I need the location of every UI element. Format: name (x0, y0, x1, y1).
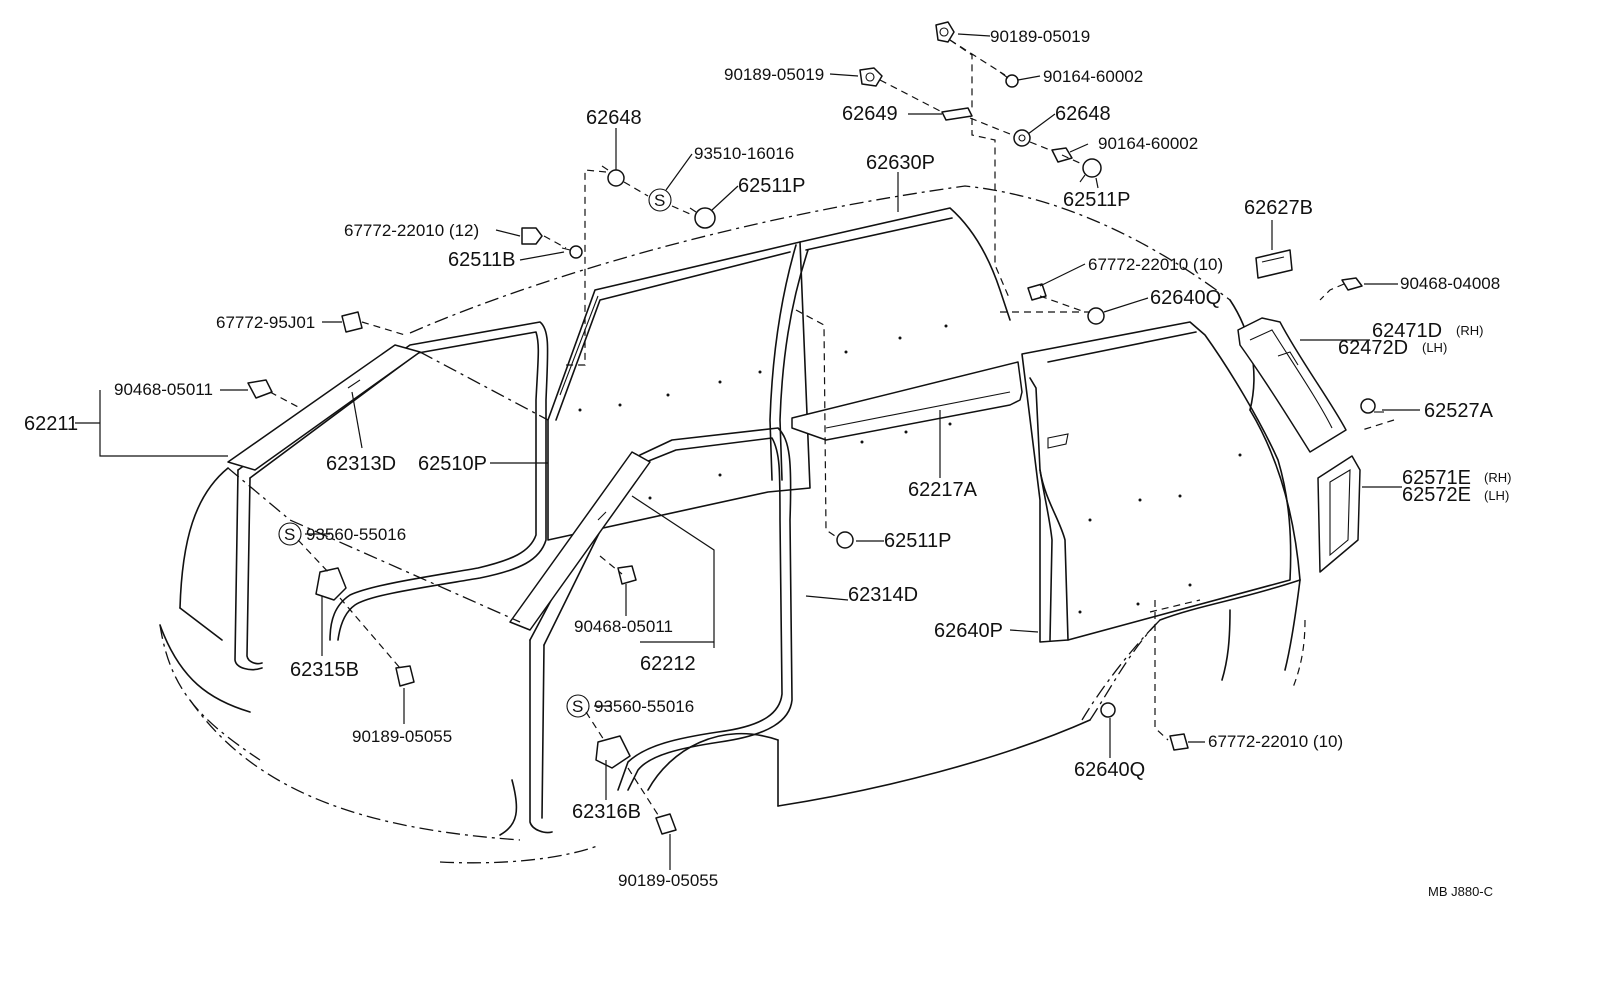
label-62527A: 62527A (1424, 400, 1494, 422)
pin-67772-95J01-icon (341, 311, 363, 333)
front-door-weatherstrip-62313D (234, 321, 549, 671)
label-62316B: 62316B (572, 801, 641, 823)
label-90164-60002-top: 90164-60002 (1043, 67, 1143, 86)
label-90189-05055-left: 90189-05055 (352, 727, 452, 746)
clip-62648-right-icon (1013, 129, 1031, 147)
roof-side-inner-garnish-62510P (547, 241, 811, 541)
label-90189-05019-top: 90189-05019 (990, 27, 1090, 46)
label-67772-22010-10-lower: 67772-22010 (10) (1208, 732, 1343, 751)
s-mark-text: S (654, 191, 665, 210)
label-93510-16016: 93510-16016 (694, 144, 794, 163)
label-62217A: 62217A (908, 479, 978, 501)
screw-90164-60002-top-icon (999, 71, 1019, 88)
s-mark-text: S (284, 525, 295, 544)
label-62640Q-top: 62640Q (1150, 287, 1221, 309)
label-67772-22010-10-top: 67772-22010 (10) (1088, 255, 1223, 274)
front-pillar-garnish-62211 (227, 344, 421, 471)
label-90189-05055-lower: 90189-05055 (618, 871, 718, 890)
label-62572E-side: (LH) (1484, 488, 1509, 503)
label-62648-left: 62648 (586, 107, 642, 129)
clip-62511P-right-icon (1079, 158, 1102, 183)
clip-90468-05011-mid-icon (617, 565, 637, 585)
label-62211: 62211 (24, 413, 78, 435)
label-90164-60002-lower: 90164-60002 (1098, 134, 1198, 153)
label-62511P-mid: 62511P (884, 530, 951, 552)
bracket-62316B-icon (595, 735, 631, 769)
mounting-holes (578, 324, 1242, 614)
rear-lamp-cover-62571E (1317, 455, 1361, 573)
clip-90189-05019-top-icon (935, 21, 955, 43)
s-mark-icon-3: S (566, 694, 590, 718)
label-62472D: 62472D (1338, 337, 1408, 359)
label-62313D: 62313D (326, 453, 396, 475)
s-marks: S S S (278, 188, 672, 718)
clip-62648-left-icon (601, 165, 625, 187)
leader-lines (75, 33, 1420, 870)
clip-62640Q-lower-icon (1100, 702, 1116, 718)
label-90468-05011-mid: 90468-05011 (574, 617, 673, 636)
label-62314D: 62314D (848, 584, 918, 606)
label-62511P-right: 62511P (1063, 189, 1130, 211)
roof-headlining-62630P (769, 207, 1011, 481)
label-90189-05019: 90189-05019 (724, 65, 824, 84)
clip-90189-05055-lower-icon (655, 813, 677, 835)
pin-67772-22010-10-lower-icon (1169, 733, 1189, 751)
back-door-garnish-62471D (1237, 317, 1347, 453)
label-93560-55016-upper: 93560-55016 (306, 525, 406, 544)
label-62648-right: 62648 (1055, 103, 1111, 125)
clip-90189-05019-icon (859, 67, 883, 87)
s-mark-icon-1: S (648, 188, 672, 212)
pin-67772-22010-12-icon (521, 227, 543, 245)
s-mark-icon-2: S (278, 522, 302, 546)
label-67772-95J01: 67772-95J01 (216, 313, 315, 332)
label-62471D-side: (RH) (1456, 323, 1483, 338)
fastener-icons (247, 21, 1384, 835)
bracket-62649-icon (941, 107, 973, 121)
label-62511B: 62511B (448, 249, 515, 271)
label-62572E: 62572E (1402, 484, 1471, 506)
clip-62511P-mid-icon (836, 531, 854, 549)
roof-side-rail-62217A (791, 361, 1023, 441)
label-62212: 62212 (640, 653, 696, 675)
label-62630P: 62630P (866, 152, 935, 174)
clip-90189-05055-left-icon (395, 665, 415, 687)
center-pillar-garnish-62212 (509, 451, 651, 631)
label-62315B: 62315B (290, 659, 359, 681)
clip-62511B-icon (561, 245, 583, 259)
bracket-62315B-icon (315, 567, 347, 601)
part-62627B-cover (1255, 249, 1293, 279)
label-62471D: 62471D (1372, 320, 1442, 342)
label-62640P: 62640P (934, 620, 1003, 642)
clip-62640Q-top-icon (1087, 307, 1105, 325)
label-62627B: 62627B (1244, 197, 1313, 219)
clip-90468-04008-icon (1341, 277, 1363, 291)
clip-62511P-left-icon (689, 207, 716, 229)
label-62571E: 62571E (1402, 467, 1471, 489)
label-62472D-side: (LH) (1422, 340, 1447, 355)
label-62511P-left: 62511P (738, 175, 805, 197)
label-93560-55016-lower: 93560-55016 (594, 697, 694, 716)
vehicle-body-outline (159, 185, 1306, 864)
quarter-trim-panel-62640P (1021, 321, 1292, 643)
s-mark-text: S (572, 697, 583, 716)
label-62571E-side: (RH) (1484, 470, 1511, 485)
center-door-weatherstrip-62314D (529, 427, 793, 834)
label-62510P: 62510P (418, 453, 487, 475)
label-90468-05011-top: 90468-05011 (114, 380, 213, 399)
clip-62527A-icon (1360, 398, 1384, 414)
label-62649: 62649 (842, 103, 898, 125)
label-62640Q-lower: 62640Q (1074, 759, 1145, 781)
part-number-labels: 90189-05019 90189-05019 90164-60002 6264… (24, 27, 1511, 899)
diagram-reference-code: MB J880-C (1428, 884, 1493, 899)
label-90468-04008: 90468-04008 (1400, 274, 1500, 293)
label-67772-22010-12: 67772-22010 (12) (344, 221, 479, 240)
clip-90468-05011-top-icon (247, 379, 273, 399)
